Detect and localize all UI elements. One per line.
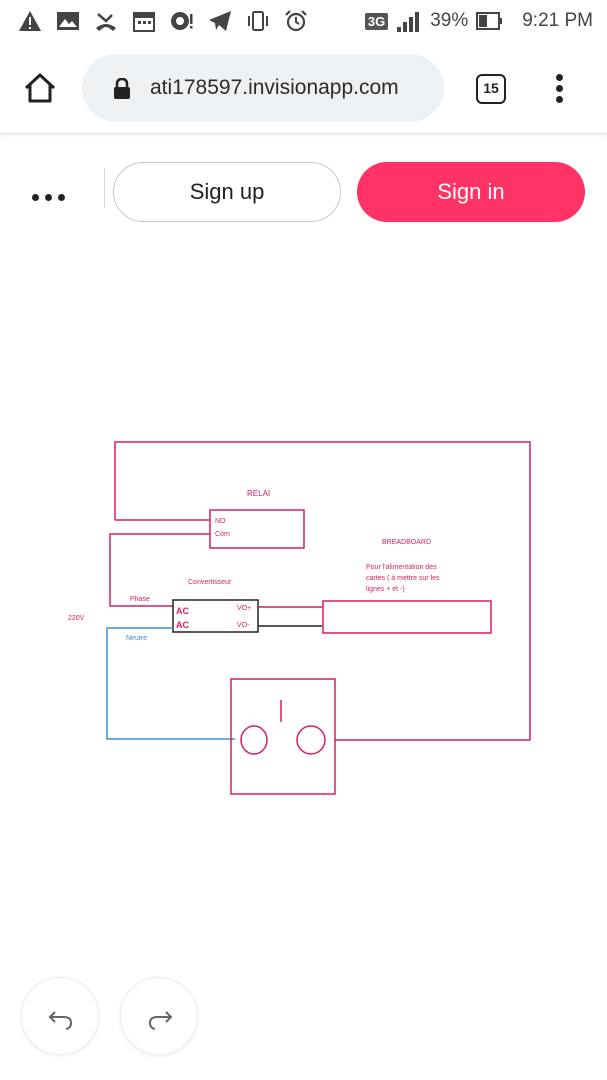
more-options-icon[interactable] bbox=[28, 186, 68, 210]
relay-box bbox=[209, 509, 305, 549]
phase-wire-top bbox=[114, 441, 531, 741]
sign-in-button[interactable]: Sign in bbox=[357, 162, 585, 222]
vibrate-icon bbox=[248, 11, 268, 31]
relay-com-label: Com bbox=[215, 531, 230, 538]
breadboard-note-line2: cartes ( à mettre sur les bbox=[366, 575, 440, 582]
converter-ac2-label: AC bbox=[176, 620, 189, 630]
socket-box bbox=[230, 678, 336, 795]
header-divider bbox=[104, 168, 105, 208]
neutral-wire bbox=[106, 627, 235, 740]
alert-icon bbox=[171, 12, 193, 30]
breadboard-box bbox=[322, 600, 492, 634]
prototype-canvas: RELAI NO Com Phase 220V Convertisseur AC… bbox=[0, 230, 607, 970]
notification-icons bbox=[18, 8, 308, 34]
wiring-diagram: RELAI NO Com Phase 220V Convertisseur AC… bbox=[68, 441, 531, 795]
socket-hole-right bbox=[296, 725, 326, 755]
converter-vo-plus-label: VO+ bbox=[237, 605, 251, 612]
alarm-icon bbox=[285, 10, 307, 32]
converter-box bbox=[172, 599, 259, 633]
calendar-icon bbox=[133, 12, 155, 32]
missed-call-icon bbox=[96, 13, 116, 31]
relay-no-label: NO bbox=[215, 518, 226, 525]
signal-icon bbox=[397, 12, 420, 32]
undo-button[interactable] bbox=[21, 977, 99, 1055]
network-3g-icon: 3G bbox=[364, 12, 389, 30]
redo-icon bbox=[148, 1011, 173, 1030]
lock-icon bbox=[114, 78, 130, 99]
neutral-label: Neutre bbox=[126, 635, 147, 642]
clock: 9:21 PM bbox=[522, 10, 593, 31]
image-icon bbox=[57, 12, 79, 30]
converter-title: Convertisseur bbox=[188, 579, 232, 586]
telegram-icon bbox=[209, 11, 231, 31]
url-text: ati178597.invisionapp.com bbox=[150, 76, 399, 99]
warning-icon bbox=[19, 11, 41, 31]
breadboard-title: BREADBOARD bbox=[382, 539, 431, 546]
sign-up-button[interactable]: Sign up bbox=[113, 162, 341, 222]
socket-hole-left bbox=[240, 725, 268, 755]
breadboard-note-line1: Pour l'alimentation des bbox=[366, 564, 437, 571]
voltage-label: 220V bbox=[68, 615, 85, 622]
phase-label: Phase bbox=[130, 596, 150, 603]
browser-toolbar: ati178597.invisionapp.com 15 bbox=[0, 42, 607, 134]
battery-percent: 39% bbox=[430, 10, 469, 31]
breadboard-note-line3: lignes + et -) bbox=[366, 586, 405, 593]
address-bar[interactable]: ati178597.invisionapp.com bbox=[82, 54, 444, 122]
battery-icon bbox=[476, 12, 503, 30]
phase-wire bbox=[109, 533, 210, 607]
status-right: 3G 39% 9:21 PM bbox=[364, 8, 593, 34]
redo-button[interactable] bbox=[120, 977, 198, 1055]
converter-vo-minus-label: VO- bbox=[237, 622, 250, 629]
converter-ac1-label: AC bbox=[176, 606, 189, 616]
tab-switcher-button[interactable]: 15 bbox=[476, 74, 506, 104]
home-icon[interactable] bbox=[22, 70, 58, 106]
status-bar: 3G 39% 9:21 PM bbox=[0, 0, 607, 42]
relay-title: RELAI bbox=[247, 489, 270, 498]
undo-icon bbox=[48, 1011, 73, 1030]
overflow-menu-icon[interactable] bbox=[549, 72, 571, 106]
